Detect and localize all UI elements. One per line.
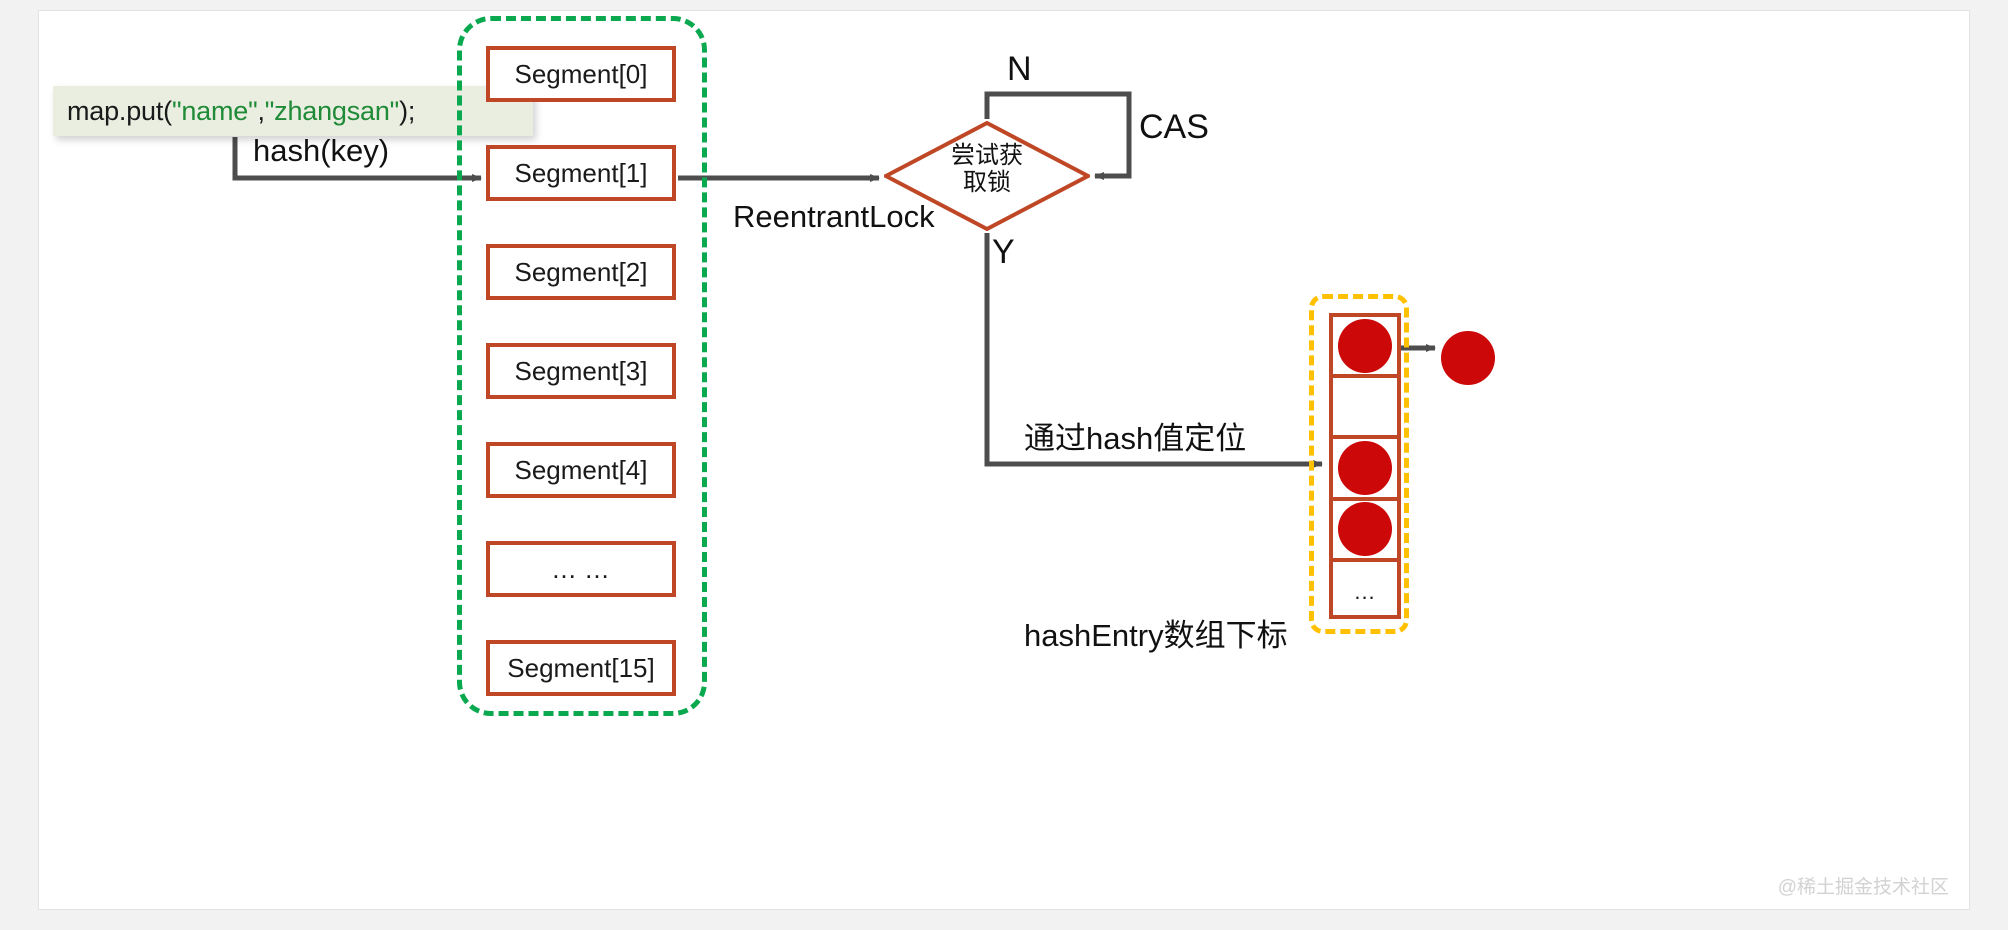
hashentry-cell xyxy=(1333,378,1397,440)
decision-diamond-shape xyxy=(884,121,1090,231)
segment-box-label: Segment[0] xyxy=(514,58,648,89)
segment-box: Segment[3] xyxy=(486,343,676,399)
segment-box: Segment[15] xyxy=(486,640,676,696)
code-arg-value: "zhangsan" xyxy=(264,95,400,126)
hashentry-node xyxy=(1338,440,1392,495)
locate-line-1: 通过hash值定位 xyxy=(1024,421,1247,457)
code-suffix: ); xyxy=(399,95,416,126)
hashentry-array: ... xyxy=(1329,313,1401,619)
hashentry-node xyxy=(1338,502,1392,557)
decision-diamond-label: 尝试获 取锁 xyxy=(884,142,1090,197)
segment-box-label: ... ... xyxy=(552,553,610,584)
decision-line-2: 取锁 xyxy=(963,168,1011,196)
segment-box: Segment[1] xyxy=(486,145,676,201)
segment-box-label: Segment[1] xyxy=(514,157,648,188)
segment-array-group xyxy=(457,16,707,716)
decision-line-1: 尝试获 xyxy=(951,142,1023,169)
segment-box: Segment[4] xyxy=(486,442,676,498)
segment-box: ... ... xyxy=(486,541,676,597)
locate-line-2: hashEntry数组下标 xyxy=(1024,618,1288,654)
code-prefix: map.put( xyxy=(67,95,172,126)
hashentry-cell xyxy=(1333,439,1397,501)
watermark: @稀土掘金技术社区 xyxy=(1777,877,1949,898)
code-arg-key: "name" xyxy=(171,95,258,126)
diagram-sheet: map.put("name","zhangsan"); hash(key) Re… xyxy=(38,10,1970,910)
decision-diamond xyxy=(884,121,1090,231)
edge-label-reentrant-lock: ReentrantLock xyxy=(733,199,935,234)
hashentry-cell-label: ... xyxy=(1354,579,1376,605)
edge-label-branch-no: N xyxy=(1007,50,1032,88)
segment-box-label: Segment[3] xyxy=(514,355,648,386)
edge-label-hash-key: hash(key) xyxy=(253,133,390,168)
segment-box-label: Segment[4] xyxy=(514,454,648,485)
hashentry-cell xyxy=(1333,317,1397,379)
code-callout: map.put("name","zhangsan"); xyxy=(53,86,533,136)
segment-box-label: Segment[15] xyxy=(507,652,655,683)
edge-label-cas: CAS xyxy=(1139,108,1209,146)
edge-label-locate-hashentry: 通过hash值定位 hashEntry数组下标 xyxy=(1024,348,1288,728)
hashentry-array-group xyxy=(1309,294,1409,634)
segment-box: Segment[0] xyxy=(486,46,676,102)
hashentry-cell: ... xyxy=(1333,562,1397,623)
hashentry-linked-node xyxy=(1441,331,1495,385)
segment-box-label: Segment[2] xyxy=(514,256,648,287)
hashentry-cell xyxy=(1333,501,1397,562)
edge-label-branch-yes: Y xyxy=(992,233,1015,271)
hashentry-node xyxy=(1338,318,1392,373)
code-separator: , xyxy=(257,95,265,126)
segment-box: Segment[2] xyxy=(486,244,676,300)
